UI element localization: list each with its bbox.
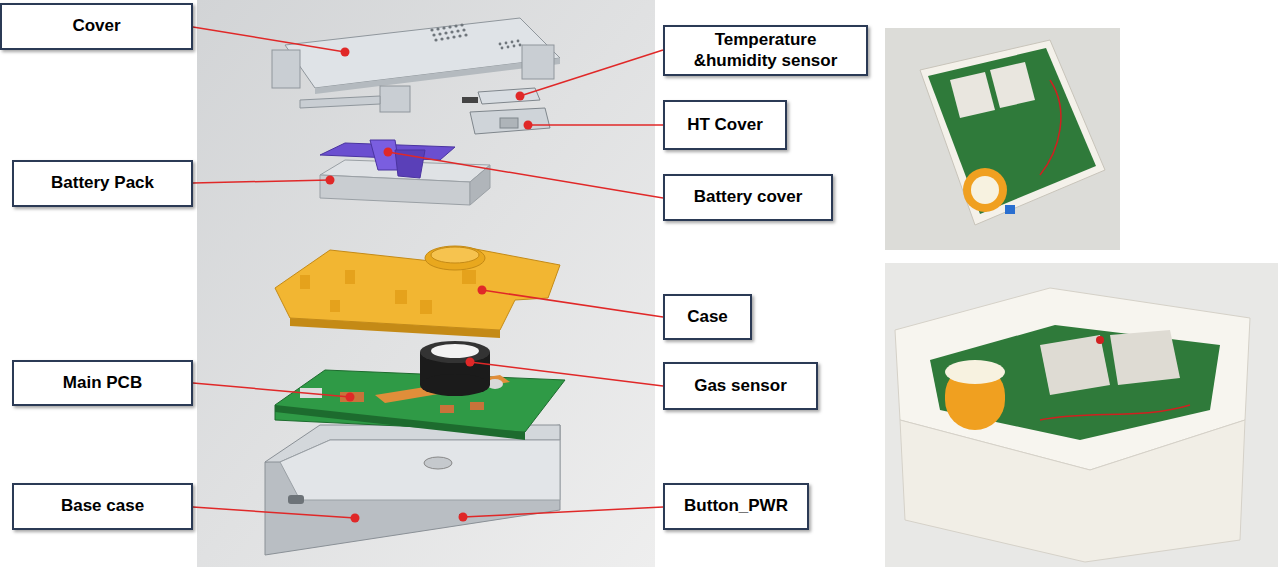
case [275, 246, 560, 338]
cover [272, 18, 560, 112]
part-label: Cover [72, 16, 120, 36]
part-label: Main PCB [63, 373, 142, 393]
part-label: HT Cover [687, 115, 763, 135]
panel-ground [197, 0, 655, 567]
part-label: Gas sensor [694, 376, 787, 396]
leader-lines [193, 27, 663, 518]
part-label: Temperature &humidity sensor [681, 30, 851, 71]
base-case [265, 425, 560, 555]
leader-dots [326, 48, 533, 523]
label-box: Gas sensor [663, 362, 818, 410]
part-label: Base case [61, 496, 144, 516]
label-box: Base case [12, 483, 193, 530]
part-label: Button_PWR [684, 496, 788, 516]
label-box: Battery cover [663, 174, 833, 221]
label-box: Case [663, 294, 752, 340]
label-box: HT Cover [663, 100, 787, 150]
device-photo-top [885, 28, 1120, 250]
device-photo-bottom [885, 263, 1278, 567]
battery-cover [320, 140, 455, 178]
part-label: Battery Pack [51, 173, 154, 193]
part-label: Battery cover [694, 187, 803, 207]
label-box: Main PCB [12, 360, 193, 406]
label-box: Battery Pack [12, 160, 193, 207]
label-box: Temperature &humidity sensor [663, 25, 868, 76]
label-box: Button_PWR [663, 483, 809, 530]
ht-sensor [462, 88, 550, 134]
label-box: Cover [0, 3, 193, 50]
gas-sensor [420, 341, 490, 396]
part-label: Case [687, 307, 728, 327]
